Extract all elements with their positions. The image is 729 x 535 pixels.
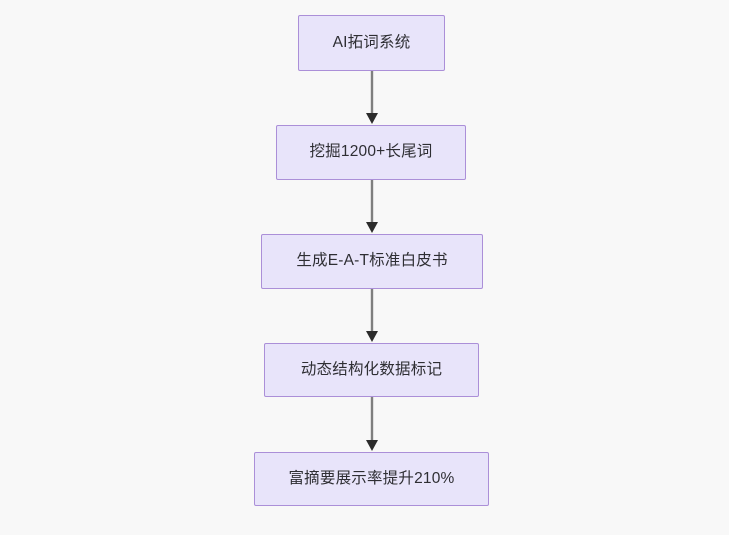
flow-node-label: 生成E-A-T标准白皮书	[296, 252, 448, 270]
flow-node-label: 动态结构化数据标记	[300, 360, 443, 378]
edge-n1-to-n2	[362, 71, 382, 125]
arrow-icon	[366, 180, 378, 233]
flow-node-ai-keyword-system[interactable]: AI拓词系统	[298, 15, 445, 71]
flow-node-rich-snippet-rate-increase[interactable]: 富摘要展示率提升210%	[254, 452, 489, 506]
flow-node-label: 富摘要展示率提升210%	[288, 469, 455, 487]
flow-node-label: AI拓词系统	[332, 33, 411, 51]
edge-n4-to-n5	[362, 397, 382, 452]
arrow-icon	[366, 71, 378, 124]
flow-node-dynamic-structured-data-markup[interactable]: 动态结构化数据标记	[264, 343, 479, 397]
edge-n3-to-n4	[362, 289, 382, 343]
arrow-icon	[366, 289, 378, 342]
arrow-icon	[366, 397, 378, 451]
flow-node-label: 挖掘1200+长尾词	[309, 143, 433, 161]
flow-node-mine-longtail-keywords[interactable]: 挖掘1200+长尾词	[276, 125, 466, 180]
flow-node-generate-eat-whitepaper[interactable]: 生成E-A-T标准白皮书	[261, 234, 483, 289]
edge-n2-to-n3	[362, 180, 382, 234]
